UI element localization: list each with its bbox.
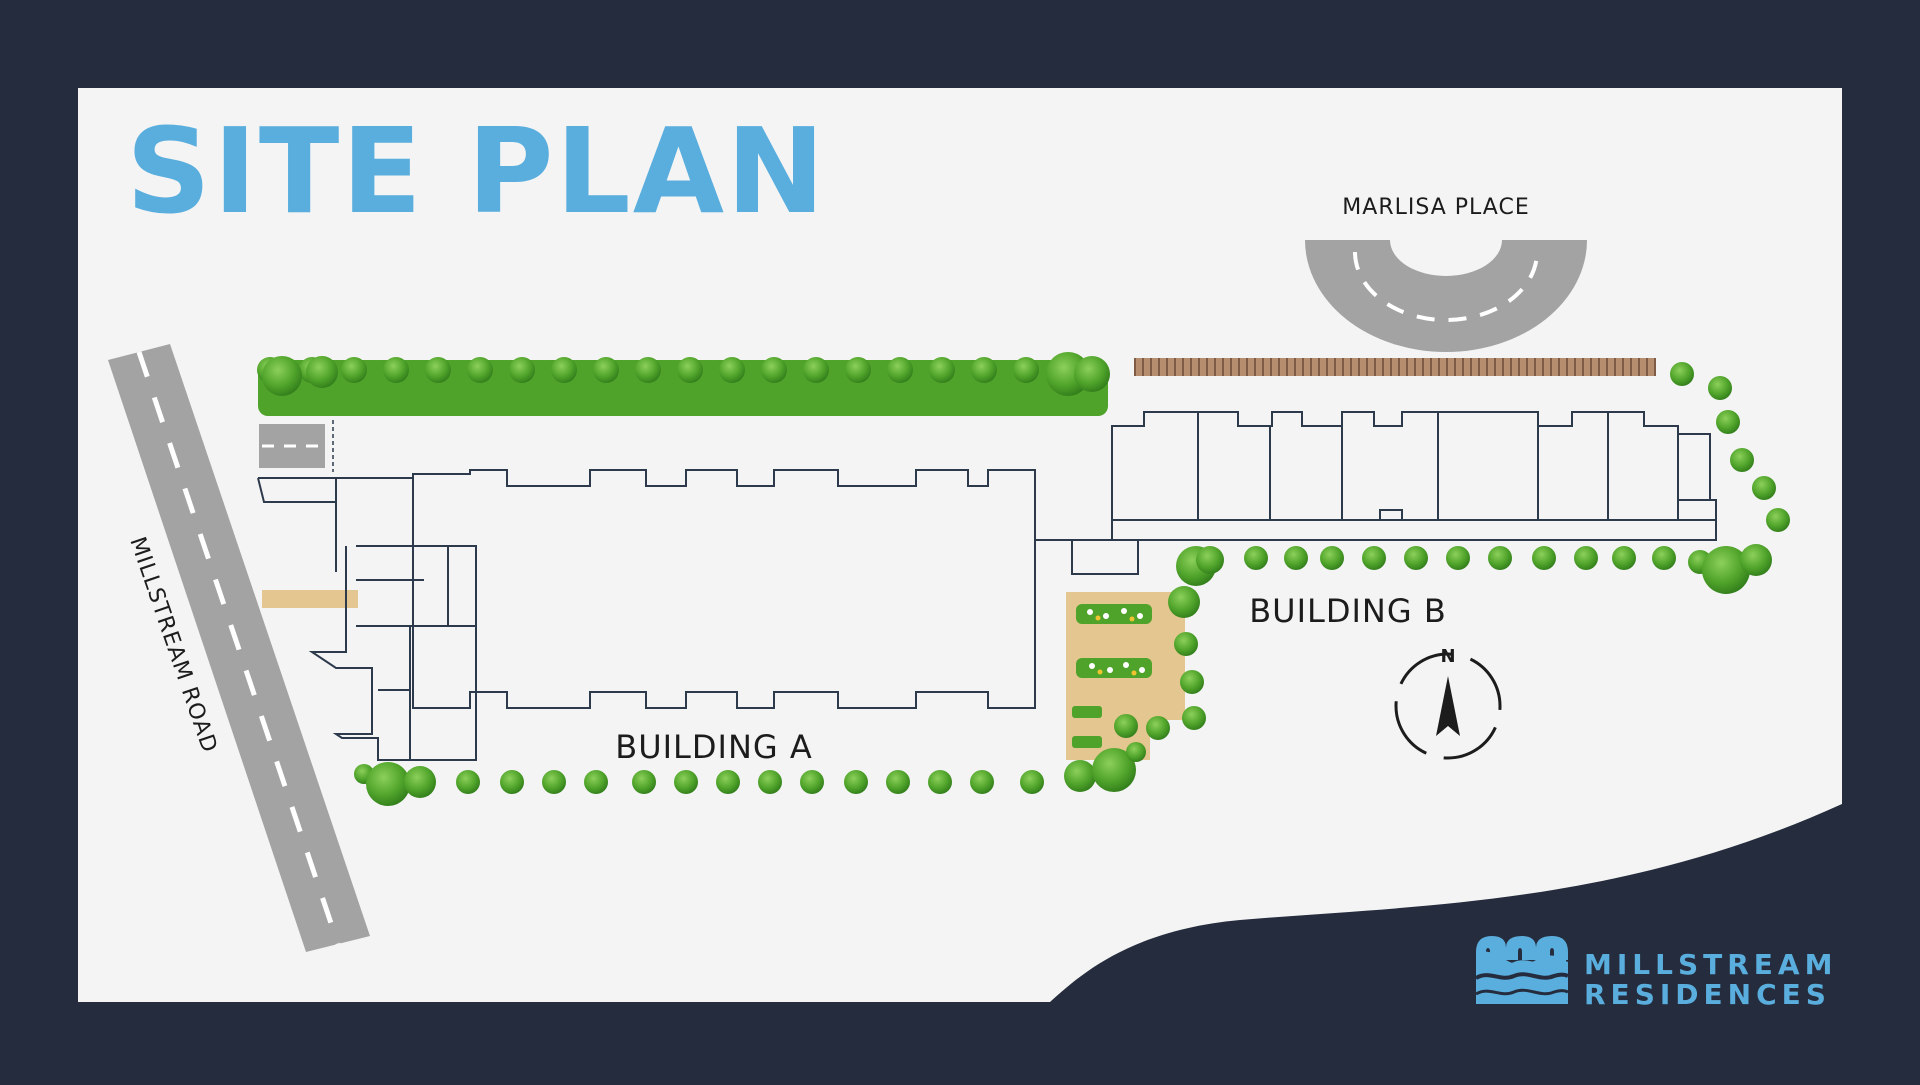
hedge-shrub <box>1013 357 1039 383</box>
tree-icon <box>1708 376 1732 400</box>
tree-icon <box>1126 742 1146 762</box>
brand-name-line2: RESIDENCES <box>1584 978 1831 1011</box>
tree-icon <box>800 770 824 794</box>
tree-icon <box>366 762 410 806</box>
tree-icon <box>1404 546 1428 570</box>
tree-icon <box>1064 760 1096 792</box>
tree-icon <box>1020 770 1044 794</box>
tree-icon <box>456 770 480 794</box>
tree-icon <box>1716 410 1740 434</box>
hedge-shrub <box>845 357 871 383</box>
hedge-shrub <box>971 357 997 383</box>
tree-icon <box>716 770 740 794</box>
tree-icon <box>1180 670 1204 694</box>
building-b-label: BUILDING B <box>1249 592 1447 630</box>
tree-icon <box>1488 546 1512 570</box>
tree-icon <box>1752 476 1776 500</box>
tree-icon <box>1574 546 1598 570</box>
tree-icon <box>758 770 782 794</box>
parking-stub <box>259 420 334 472</box>
tree-icon <box>1730 448 1754 472</box>
page-title: SITE PLAN <box>126 102 827 240</box>
hedge-shrub <box>509 357 535 383</box>
tree-icon <box>928 770 952 794</box>
tree-icon <box>1244 546 1268 570</box>
hedge-shrub <box>551 357 577 383</box>
hedge-shrub <box>677 357 703 383</box>
tree-icon <box>674 770 698 794</box>
building-connector <box>1035 539 1139 575</box>
tree-icon <box>1146 716 1170 740</box>
compass-icon: N <box>1394 646 1502 760</box>
tree-icon <box>542 770 566 794</box>
tree-icon <box>584 770 608 794</box>
tree-icon <box>844 770 868 794</box>
hedge-shrub <box>929 357 955 383</box>
hedge-shrub <box>262 356 302 396</box>
hedge-shrub <box>467 357 493 383</box>
hedge-shrub <box>887 357 913 383</box>
hedge-shrub <box>306 356 338 388</box>
brand-logo: MILLSTREAM RESIDENCES <box>1475 936 1837 1011</box>
brand-name-line1: MILLSTREAM <box>1584 948 1837 981</box>
hedge-shrub <box>1074 356 1110 392</box>
tree-icon <box>1284 546 1308 570</box>
tree-icon <box>1652 546 1676 570</box>
tree-icon <box>1740 544 1772 576</box>
tree-icon <box>1612 546 1636 570</box>
hedge-shrub <box>383 357 409 383</box>
tree-icon <box>1196 546 1224 574</box>
tree-icon <box>1320 546 1344 570</box>
tree-icon <box>1702 546 1750 594</box>
tree-icon <box>970 770 994 794</box>
tree-icon <box>1766 508 1790 532</box>
tree-group <box>354 362 1790 806</box>
tree-icon <box>632 770 656 794</box>
tree-icon <box>1182 706 1206 730</box>
tree-icon <box>500 770 524 794</box>
fence <box>1134 358 1656 376</box>
marlisa-place-label: MARLISA PLACE <box>1342 195 1529 220</box>
tree-icon <box>886 770 910 794</box>
building-a-label: BUILDING A <box>615 728 813 766</box>
hedge-shrub <box>341 357 367 383</box>
hedge-shrub <box>635 357 661 383</box>
building-a-outline <box>257 469 1036 761</box>
brand-logo-icon <box>1475 936 1569 1004</box>
tree-icon <box>1670 362 1694 386</box>
hedge-shrub <box>761 357 787 383</box>
tree-icon <box>404 766 436 798</box>
hedge-row <box>257 352 1110 416</box>
tree-icon <box>1362 546 1386 570</box>
tree-icon <box>1092 748 1136 792</box>
tree-icon <box>1168 586 1200 618</box>
north-label: N <box>1440 646 1455 667</box>
tree-icon <box>1446 546 1470 570</box>
marlisa-place-road <box>1305 240 1587 352</box>
hedge-shrub <box>425 357 451 383</box>
millstream-road <box>108 344 370 952</box>
tree-icon <box>1532 546 1556 570</box>
hedge-shrub <box>803 357 829 383</box>
tree-icon <box>1114 714 1138 738</box>
building-b-outline <box>1111 411 1717 541</box>
tree-icon <box>1174 632 1198 656</box>
hedge-shrub <box>593 357 619 383</box>
hedge-shrub <box>719 357 745 383</box>
